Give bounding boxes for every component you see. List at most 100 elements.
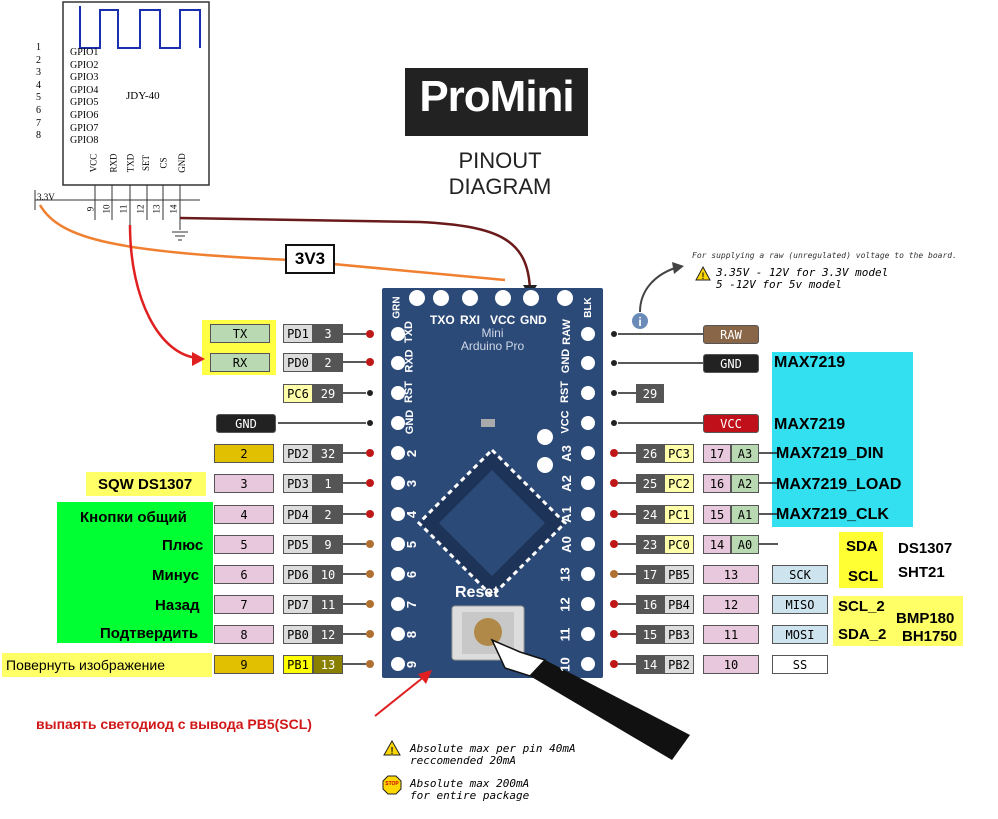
annot-din: MAX7219_DIN	[776, 445, 884, 462]
annot-back: Назад	[155, 596, 200, 614]
num-16: 16	[636, 595, 664, 614]
annot-scl2: SCL_2	[838, 597, 885, 615]
func-5: 5	[214, 535, 274, 554]
stop-icon	[382, 775, 402, 795]
port-pb0: PB0	[283, 625, 313, 644]
d-11: 11	[703, 625, 759, 644]
port-pd7: PD7	[283, 595, 313, 614]
num-14: 14	[636, 655, 664, 674]
d-10: 10	[703, 655, 759, 674]
sda-scl-highlight	[839, 532, 883, 588]
annot-plus: Плюс	[162, 536, 204, 554]
num-10: 10	[313, 565, 343, 584]
num-25: 25	[636, 474, 664, 493]
warning-icon-raw	[695, 265, 711, 281]
annot-common: Кнопки общий	[80, 508, 187, 526]
port-pd2: PD2	[283, 444, 313, 463]
port-pd5: PD5	[283, 535, 313, 554]
port-pc2: PC2	[664, 474, 694, 493]
annot-max1: MAX7219	[774, 354, 846, 371]
port-pb2: PB2	[664, 655, 694, 674]
num-17: 17	[636, 565, 664, 584]
port-pd4: PD4	[283, 505, 313, 524]
num-23: 23	[636, 535, 664, 554]
f-miso: MISO	[772, 595, 828, 614]
annot-rotate: Повернуть изображение	[6, 657, 165, 673]
num-3: 3	[313, 324, 343, 343]
num-12: 12	[313, 625, 343, 644]
reset-pointer	[490, 638, 690, 760]
svg-text:!: !	[702, 271, 705, 281]
reset-label: Reset	[455, 584, 499, 601]
jdy-3v3-label: 3.3V	[37, 192, 55, 202]
port-pb4: PB4	[664, 595, 694, 614]
board-top-labels: GRN TXO RXI VCC GND BLK	[391, 296, 594, 327]
d-13: 13	[703, 565, 759, 584]
board-left-pins: TXD RXD RST GND 2 3 4 5 6 7 8 9	[403, 321, 420, 669]
label-raw: RAW	[703, 325, 759, 344]
port-pd6: PD6	[283, 565, 313, 584]
brand-box	[405, 68, 588, 136]
buttons-highlight	[57, 502, 213, 643]
annot-load: MAX7219_LOAD	[776, 476, 902, 493]
pro-mini-board	[278, 288, 778, 678]
num-32: 32	[313, 444, 343, 463]
raw-note-line1: For supplying a raw (unregulated) voltag…	[692, 251, 957, 260]
d-17: 17	[703, 444, 731, 463]
port-pd0: PD0	[283, 353, 313, 372]
i2c2-highlight	[833, 596, 963, 646]
jdy-bottom-labels: VCC RXD TXD SET CS GND	[88, 153, 187, 173]
f-ss: SS	[772, 655, 828, 674]
raw-note-line2: 3.35V - 12V for 3.3V model	[716, 266, 889, 279]
d-12: 12	[703, 595, 759, 614]
port-pc0: PC0	[664, 535, 694, 554]
warning-icon	[383, 739, 401, 756]
num-11: 11	[313, 595, 343, 614]
tag-3v3: 3V3	[285, 244, 335, 274]
num-15: 15	[636, 625, 664, 644]
wire-gnd	[179, 216, 532, 291]
func-9: 9	[214, 655, 274, 674]
num-29: 29	[313, 384, 343, 403]
num-2: 2	[313, 353, 343, 372]
stop-icon-text: STOP	[385, 781, 399, 787]
label-gnd: GND	[703, 354, 759, 373]
led-note: выпаять светодиод с вывода PB5(SCL)	[36, 716, 312, 732]
raw-note-line3: 5 -12V for 5v model	[716, 278, 842, 291]
num-r29: 29	[636, 384, 664, 403]
port-pb1: PB1	[283, 655, 313, 674]
func-4: 4	[214, 505, 274, 524]
annot-ds1307: DS1307	[898, 539, 953, 557]
d-14: 14	[703, 535, 731, 554]
brand-title: ProMini	[419, 72, 574, 121]
func-7: 7	[214, 595, 274, 614]
brand-subtitle: PINOUT DIAGRAM	[448, 148, 552, 199]
f-mosi: MOSI	[772, 625, 828, 644]
f-sck: SCK	[772, 565, 828, 584]
annot-sqw: SQW DS1307	[98, 475, 193, 493]
a-a1: A1	[731, 505, 759, 524]
wire-txd	[128, 224, 199, 360]
func-6: 6	[214, 565, 274, 584]
port-pb3: PB3	[664, 625, 694, 644]
d-15: 15	[703, 505, 731, 524]
port-pc3: PC3	[664, 444, 694, 463]
func-gnd: GND	[216, 414, 276, 433]
max7219-highlight	[772, 352, 913, 527]
jdy40-module	[34, 1, 210, 241]
port-pb5: PB5	[664, 565, 694, 584]
func-tx: TX	[210, 324, 270, 343]
annot-max2: MAX7219	[774, 416, 846, 433]
annot-confirm: Подтвердить	[100, 624, 199, 642]
port-pd1: PD1	[283, 324, 313, 343]
annot-sda: SDA	[846, 537, 878, 555]
port-pd3: PD3	[283, 474, 313, 493]
sqw-highlight	[86, 472, 206, 496]
svg-text:!: !	[390, 746, 393, 757]
info-arrow	[639, 267, 676, 313]
annot-bmp180: BMP180	[896, 609, 955, 627]
